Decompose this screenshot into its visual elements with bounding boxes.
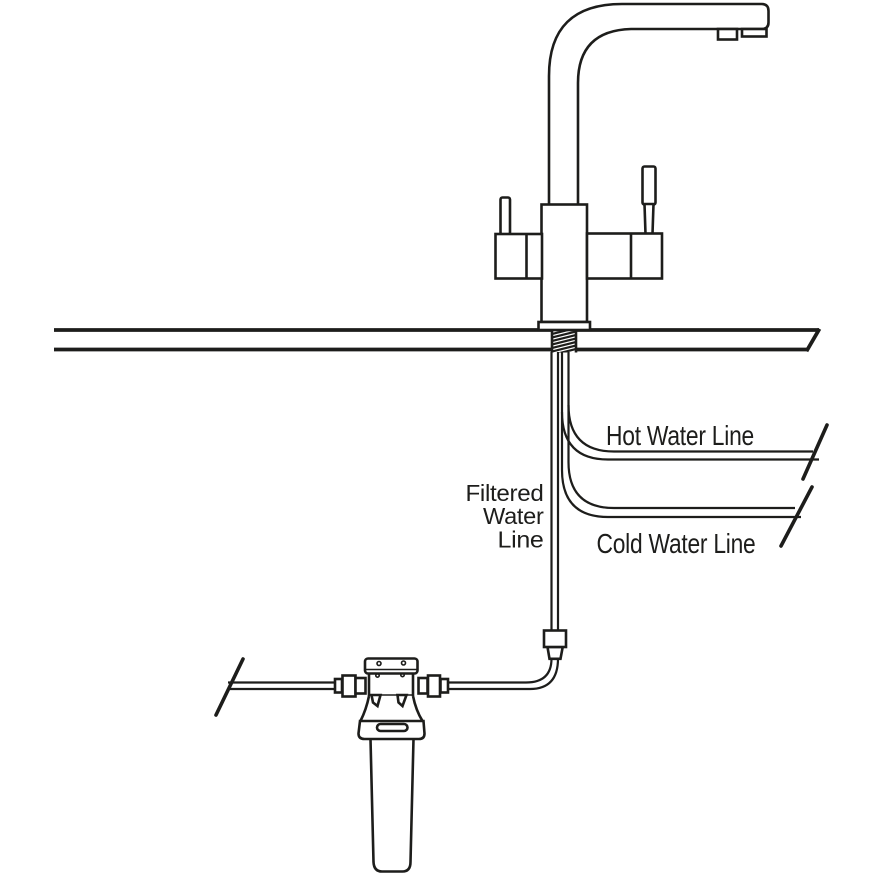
filter-inlet-tube [214, 657, 337, 717]
spout-outlet-nozzle [716, 27, 739, 41]
spout-aerator-tip [740, 27, 768, 38]
bracket-screw [400, 660, 407, 666]
hot-cold-risers [560, 352, 570, 470]
cold-water-line-label: Cold Water Line [597, 528, 756, 559]
filter-head-bracket [363, 657, 419, 678]
right-handle-lever [641, 165, 657, 206]
faucet-base-flange [537, 320, 592, 332]
filtered-line-connector [542, 629, 568, 661]
cold-water-tube [560, 461, 814, 548]
labels: Hot Water Line Cold Water Line Filtered … [466, 420, 756, 559]
head-flare-right [411, 695, 424, 722]
bracket-screw [399, 672, 405, 678]
right-compression-fitting [417, 674, 450, 698]
faucet-threaded-shank [550, 329, 578, 353]
hot-water-line-label: Hot Water Line [606, 420, 754, 451]
filtered-label-line2: Water [483, 503, 544, 529]
bracket-screw [376, 660, 382, 667]
faucet-right-arm [585, 232, 664, 280]
mount-clip-right [396, 693, 409, 709]
inlet-line-break-mark [214, 657, 245, 717]
faucet [494, 2, 770, 332]
faucet-left-arm [494, 232, 544, 280]
left-handle-lever [499, 196, 512, 236]
head-flare-left [359, 695, 371, 722]
hot-line-break-mark [801, 423, 829, 481]
bell-slot [375, 722, 409, 733]
countertop [54, 327, 822, 353]
under-counter-tubing [550, 352, 829, 631]
filter-head-body [367, 672, 415, 709]
countertop-cut-edge [804, 327, 822, 353]
filter-cartridge [369, 738, 415, 873]
filter-outlet-tube [448, 658, 560, 691]
right-handle-stem [643, 202, 655, 236]
mount-clip-left [369, 693, 383, 709]
left-compression-fitting [333, 674, 367, 698]
filtered-water-tube [550, 352, 560, 631]
filtered-label-line1: Filtered [466, 480, 544, 506]
hot-water-tube [560, 404, 829, 481]
bracket-screw [374, 672, 380, 678]
cold-line-break-mark [779, 485, 814, 548]
faucet-spout [547, 2, 770, 208]
filtered-water-line-label: Filtered Water Line [466, 480, 545, 553]
faucet-body [540, 203, 589, 324]
filtered-label-line3: Line [498, 527, 544, 553]
water-filter-assembly [214, 629, 568, 873]
